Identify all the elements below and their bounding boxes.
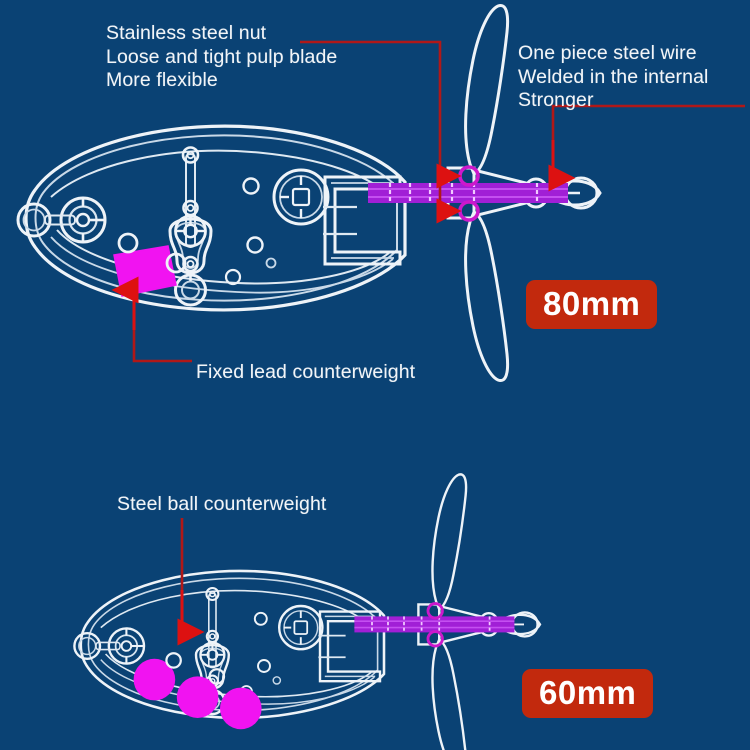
steel-ball-2 — [176, 676, 219, 718]
leader-fixed-lead — [111, 276, 192, 363]
top-lure-diagram — [16, 3, 745, 383]
annotation-steel-wire-line1: One piece steel wire — [518, 42, 697, 64]
steel-ball-3 — [220, 687, 262, 730]
annotation-stainless-nut-line2: Loose and tight pulp blade — [106, 45, 338, 68]
top-steel-wire — [368, 183, 568, 203]
annotation-stainless-nut-line3: More flexible — [106, 69, 218, 91]
annotation-steel-wire: One piece steel wire Welded in the inter… — [518, 42, 708, 113]
annotation-steel-wire-line3: Stronger — [518, 89, 594, 111]
steel-ball-1 — [133, 658, 176, 701]
size-badge-60mm: 60mm — [522, 669, 654, 718]
top-lure-body — [16, 124, 407, 312]
annotation-stainless-nut: Stainless steel nut Loose and tight pulp… — [106, 22, 337, 93]
bottom-steel-wire — [354, 616, 515, 633]
annotation-steel-ball: Steel ball counterweight — [117, 493, 327, 515]
annotation-stainless-nut-line1: Stainless steel nut — [106, 22, 267, 44]
annotation-fixed-lead: Fixed lead counterweight — [196, 361, 416, 383]
leader-steel-wire — [548, 104, 745, 192]
fixed-lead-counterweight — [113, 245, 177, 297]
steel-ball-counterweights — [133, 658, 262, 730]
leader-stainless-nut — [300, 40, 462, 224]
bottom-stainless-nuts — [426, 602, 444, 648]
size-badge-80mm: 80mm — [526, 280, 658, 329]
bottom-lure-diagram — [73, 473, 542, 750]
annotation-steel-wire-line2: Welded in the internal — [518, 65, 709, 88]
